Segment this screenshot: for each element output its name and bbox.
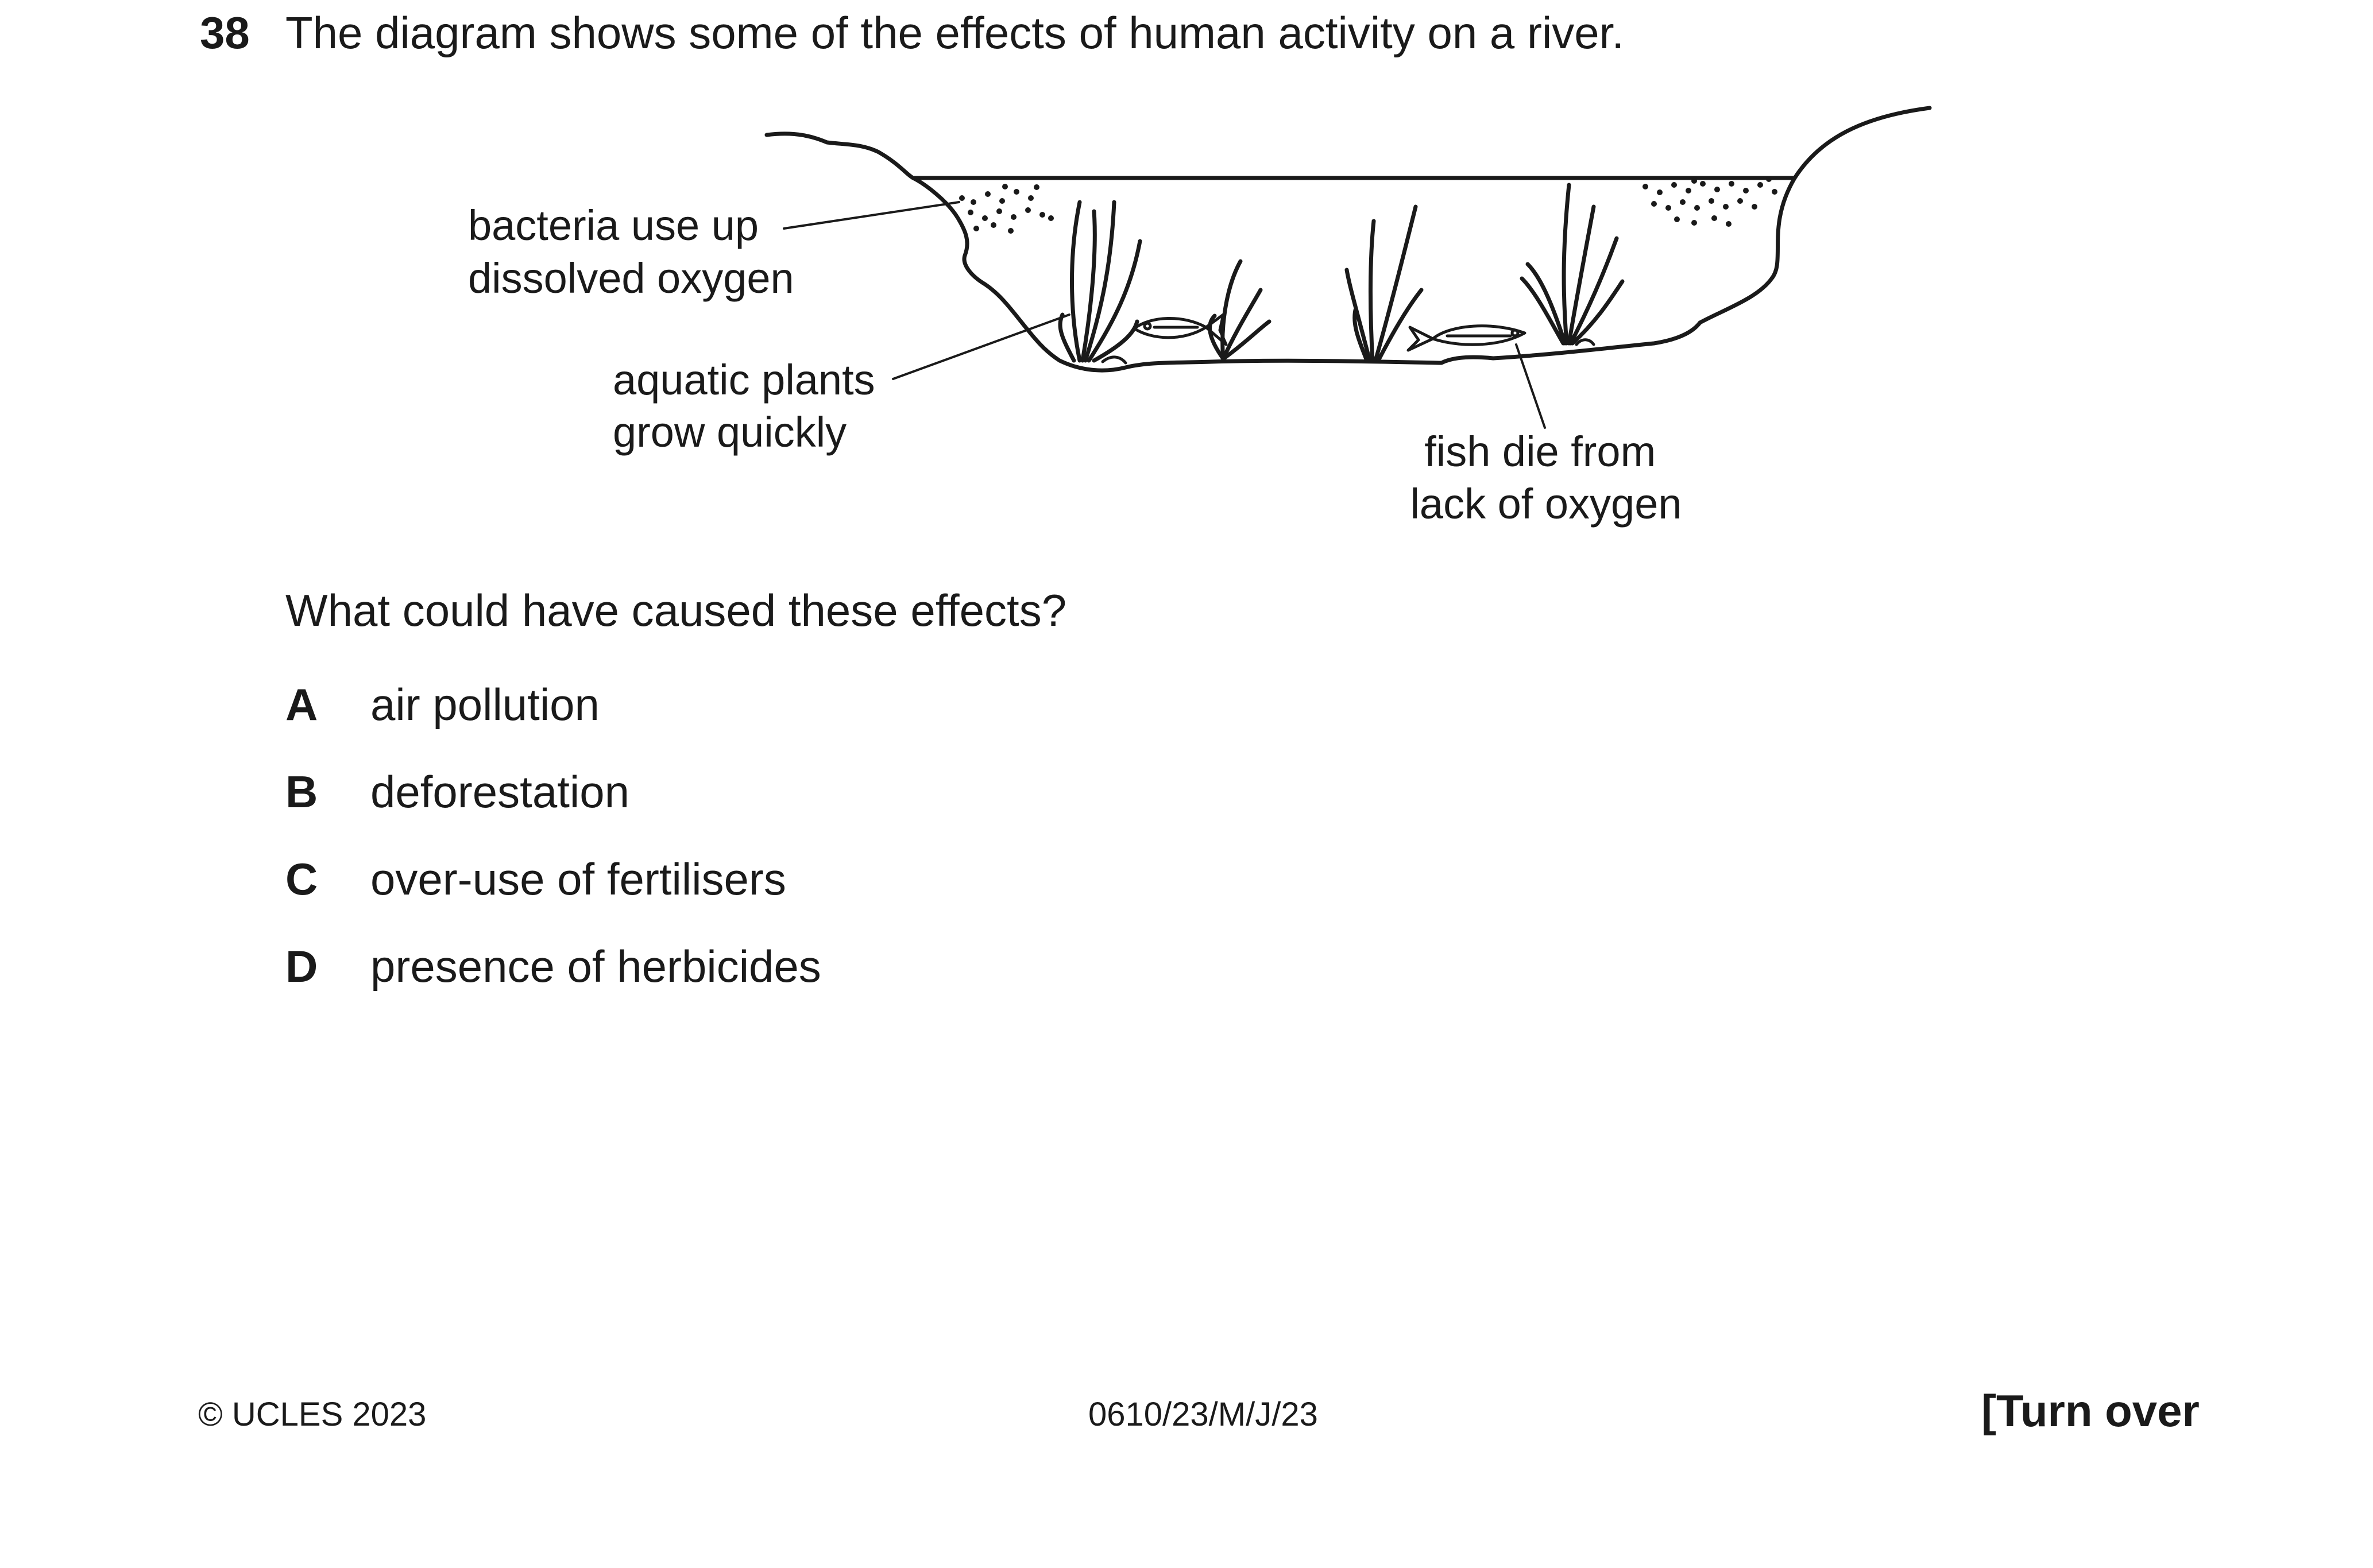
question-number: 38	[200, 7, 250, 58]
plants-label: aquatic plants grow quickly	[613, 356, 887, 456]
option-text: over-use of fertilisers	[370, 854, 786, 904]
plant-cluster-3	[1344, 204, 1424, 363]
option-letter: D	[285, 941, 318, 992]
fish-leader-line	[1515, 343, 1546, 429]
fish-label: fish die from lack of oxygen	[1410, 428, 1682, 528]
left-bank	[764, 131, 1214, 373]
fish-2	[1406, 324, 1526, 352]
bacteria-dots-right	[1642, 176, 1777, 227]
bacteria-label: bacteria use up dissolved oxygen	[468, 202, 794, 302]
bacteria-dots-left	[959, 184, 1054, 234]
option-text: air pollution	[370, 679, 600, 730]
river-diagram: bacteria use up dissolved oxygen aquatic…	[468, 106, 1932, 528]
option-letter: B	[285, 766, 318, 817]
option-text: deforestation	[370, 766, 629, 817]
turn-over-label: [Turn over	[1981, 1385, 2200, 1436]
paper-code: 0610/23/M/J/23	[1088, 1396, 1318, 1433]
plant-cluster-1	[1058, 200, 1142, 363]
fish-1	[1133, 313, 1228, 346]
plants-leader-line	[892, 313, 1070, 380]
right-bank	[1698, 106, 1932, 325]
river-bed	[1209, 320, 1702, 365]
option-text: presence of herbicides	[370, 941, 821, 992]
question-stem: The diagram shows some of the effects of…	[285, 7, 1625, 58]
option-letter: C	[285, 854, 318, 904]
question-prompt: What could have caused these effects?	[285, 585, 1067, 636]
copyright-notice: © UCLES 2023	[198, 1396, 427, 1433]
bacteria-leader-line	[783, 201, 960, 230]
plant-cluster-2	[1208, 259, 1271, 361]
option-letter: A	[285, 679, 318, 730]
plant-cluster-4	[1520, 183, 1625, 346]
